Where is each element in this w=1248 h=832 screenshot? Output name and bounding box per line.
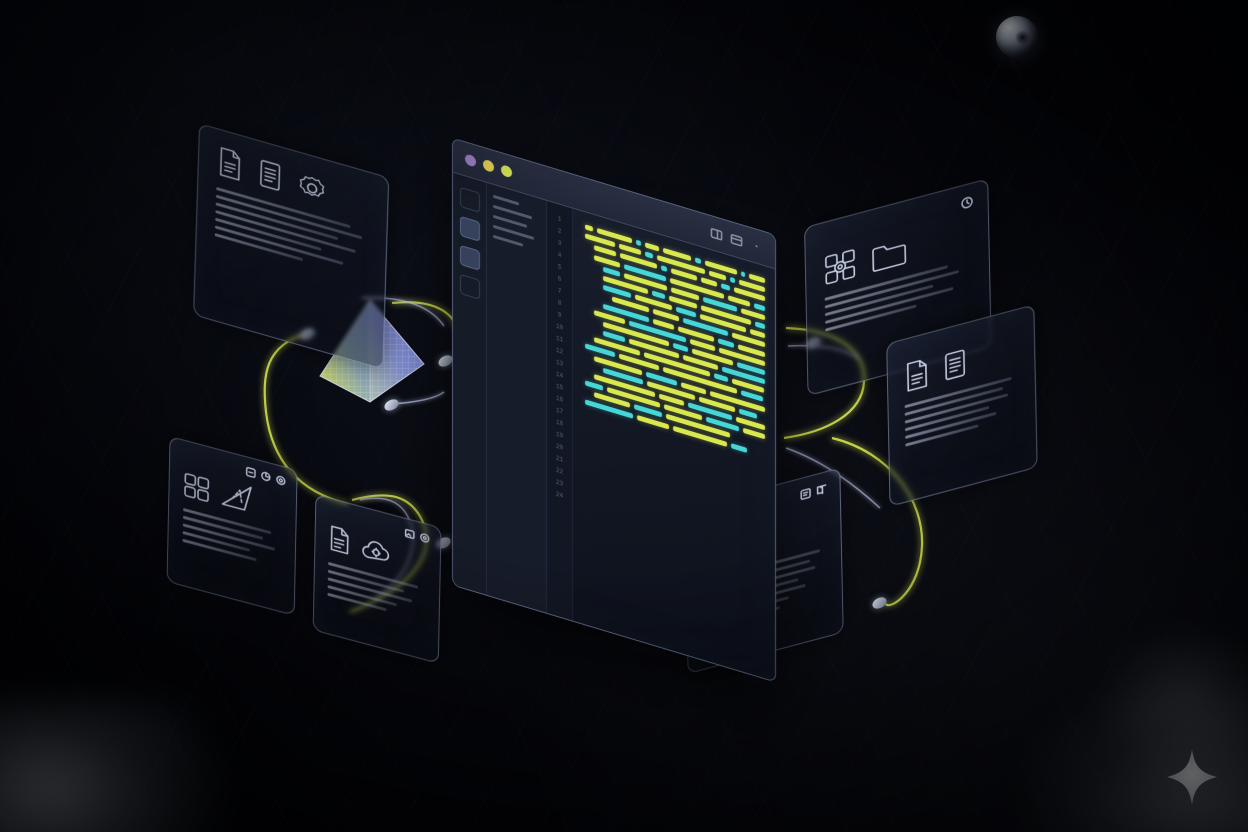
file-tree-item-4[interactable] [493,234,524,247]
image-icon [404,528,415,540]
line-number: 19 [555,430,564,440]
search-icon[interactable] [459,215,480,242]
extensions-icon[interactable] [459,273,480,300]
document-icon [906,359,928,392]
code-token [660,265,667,273]
code-token [700,277,718,288]
more-options-icon[interactable] [750,238,763,255]
grid-squares-icon [184,473,210,502]
line-number: 1 [557,215,562,224]
vector-triangle-icon [221,486,252,511]
line-number: 16 [555,394,564,404]
line-number: 14 [555,370,564,380]
document-lines-icon [259,159,281,191]
line-number: 4 [557,251,562,260]
document-lines-icon [944,349,966,381]
line-number: 18 [555,418,564,428]
line-number: 6 [557,275,562,284]
gear-icon [420,533,430,543]
code-token [749,328,766,339]
code-token [755,321,765,330]
layout-panel-icon[interactable] [730,232,743,249]
code-token [635,239,641,247]
code-token [753,302,765,311]
layers-icon [245,466,256,478]
folder-icon [872,244,907,272]
chrome-sphere [996,16,1038,58]
cloud-settings-icon [362,541,390,561]
line-number: 10 [555,322,564,332]
card-corner-icons [404,527,430,544]
card-corner-icons [245,466,286,487]
code-token [714,373,728,383]
book-icon [816,484,827,495]
line-number: 23 [555,478,564,488]
line-number: 15 [555,382,564,392]
line-number: 9 [557,311,562,320]
line-number: 12 [555,346,564,356]
target-icon [276,475,286,486]
settings-gear-badge-icon [299,176,325,197]
document-icon [219,147,241,181]
code-token [603,266,621,277]
line-number: 13 [555,358,564,368]
card-corner-icons [799,482,827,501]
traffic-light-green[interactable] [501,164,512,179]
document-icon [330,525,349,555]
line-number: 7 [557,287,562,296]
traffic-light-purple[interactable] [465,153,476,168]
note-icon [800,488,811,500]
sparkle-star-icon [1167,749,1217,805]
line-number: 24 [555,490,564,500]
code-token [739,408,757,419]
code-token [644,242,660,252]
code-token [721,283,731,292]
line-number: 17 [555,406,564,416]
gear-in-square-icon [825,249,856,285]
file-tree-sidebar[interactable] [487,182,547,613]
code-token [709,270,726,281]
code-token [651,290,665,300]
line-number: 8 [557,299,562,308]
line-number: 11 [555,334,564,344]
code-token [672,342,688,352]
line-number: 22 [555,466,564,476]
traffic-light-yellow[interactable] [483,158,494,173]
code-token [645,251,654,259]
code-token [748,273,766,284]
explorer-icon[interactable] [459,186,480,213]
source-control-icon[interactable] [459,244,480,271]
code-token [718,337,735,348]
code-token [585,224,593,232]
file-tree-label-src[interactable] [493,194,520,206]
code-token [694,257,701,264]
code-area[interactable] [573,209,775,682]
line-number: 3 [557,239,562,248]
code-token [729,276,736,284]
pie-icon [261,471,271,482]
clock-icon [961,196,973,209]
split-editor-icon[interactable] [710,226,723,243]
line-number: 2 [557,227,562,236]
line-number: 20 [555,442,564,452]
activity-bar [453,172,487,595]
code-token [731,442,747,453]
line-number: 5 [557,263,562,272]
code-token [740,271,745,278]
code-token [585,380,604,391]
line-number: 21 [555,454,564,464]
card-corner-icons [960,195,973,211]
